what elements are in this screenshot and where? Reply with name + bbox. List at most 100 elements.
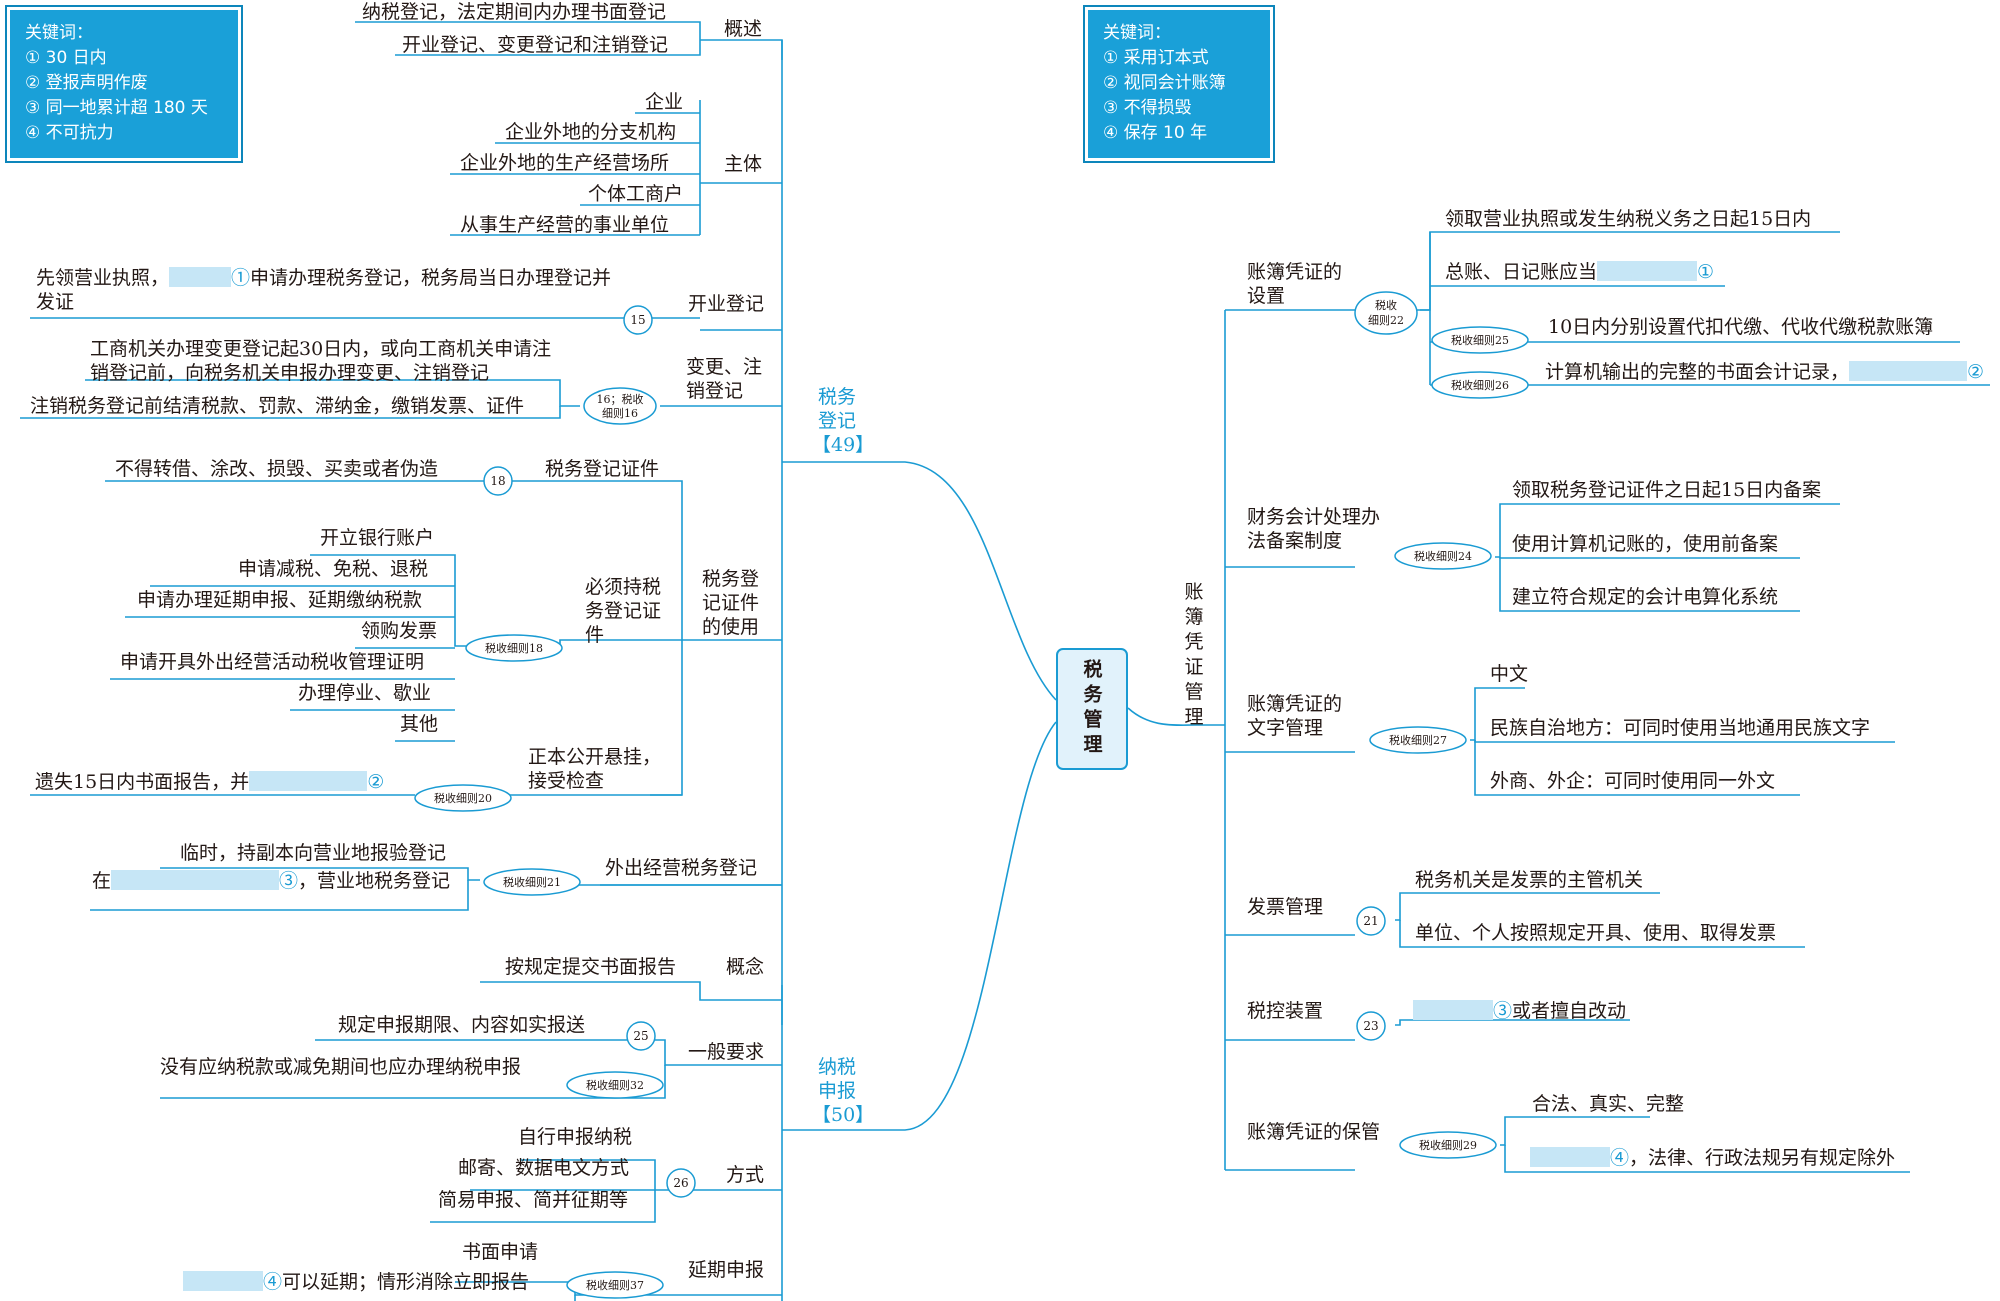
marker-1: ①: [231, 267, 251, 289]
badge-detail-21: 税收细则21: [483, 868, 581, 896]
invoice-item: 税务机关是发票的主管机关: [1415, 869, 1644, 891]
badge-detail-32: 税收细则32: [566, 1071, 664, 1099]
keyword-item: ② 登报声明作废: [25, 73, 148, 93]
setup-item: 10日内分别设置代扣代缴、代收代缴税款账簿: [1548, 316, 1934, 338]
svg-text:21: 21: [1363, 914, 1378, 928]
badge-detail-22: 税收 细则22: [1354, 291, 1418, 335]
invoice-label: 发票管理: [1247, 896, 1324, 918]
keyword-item: ① 采用订本式: [1103, 48, 1209, 68]
outbound-item-2-before: 在: [92, 870, 112, 892]
must-hold-item: 申请办理延期申报、延期缴纳税款: [137, 589, 423, 611]
overview-item: 纳税登记，法定期间内办理书面登记: [362, 1, 667, 23]
must-hold-item: 其他: [400, 713, 439, 735]
badge-18: 18: [483, 466, 513, 496]
svg-text:16；税收: 16；税收: [597, 392, 644, 406]
extension-item: 书面申请: [462, 1241, 539, 1263]
svg-text:税收细则21: 税收细则21: [503, 875, 561, 889]
taxctrl-label: 税控装置: [1247, 1000, 1324, 1022]
outbound-item-2-after: ，营业地税务登记: [298, 870, 451, 892]
marker-4: ④: [263, 1271, 283, 1293]
subject-item: 从事生产经营的事业单位: [460, 214, 670, 236]
marker-2: ②: [1967, 361, 1985, 383]
blank-highlight: [169, 267, 232, 287]
opening-label: 开业登记: [688, 293, 765, 315]
setup-label: 账簿凭证的设置: [1247, 261, 1343, 307]
change-item: 注销税务登记前结清税款、罚款、滞纳金，缴销发票、证件: [30, 395, 525, 417]
svg-text:税收: 税收: [1375, 298, 1397, 312]
keyword-item: ④ 不可抗力: [25, 123, 114, 143]
svg-text:15: 15: [630, 313, 645, 327]
method-item: 邮寄、数据电文方式: [458, 1157, 630, 1179]
general-item: 规定申报期限、内容如实报送: [338, 1014, 586, 1036]
marker-4: ④: [1610, 1147, 1630, 1169]
keeping-label: 账簿凭证的保管: [1247, 1121, 1381, 1143]
branch-books: 账簿凭证管理: [1184, 581, 1204, 728]
svg-text:18: 18: [490, 474, 505, 488]
subject-item: 个体工商户: [588, 183, 684, 205]
badge-detail-18: 税收细则18: [465, 634, 563, 662]
blank-highlight: [1849, 361, 1968, 381]
svg-text:税收细则18: 税收细则18: [485, 641, 543, 655]
must-hold-item: 申请减税、免税、退税: [238, 558, 429, 580]
concept-label: 概念: [726, 956, 765, 978]
keyword-title: 关键词：: [25, 23, 93, 43]
change-item: 工商机关办理变更登记起30日内，或向工商机关申请注销登记前，向税务机关申报办理变…: [90, 338, 552, 384]
badge-detail-20: 税收细则20: [414, 784, 512, 812]
must-hold-label: 必须持税务登记证件: [585, 576, 662, 646]
language-item: 民族自治地方：可同时使用当地通用民族文字: [1490, 717, 1871, 739]
extension-item-2-text: 可以延期；情形消除立即报告: [282, 1271, 530, 1293]
must-hold-item: 办理停业、歇业: [298, 682, 432, 704]
keeping-item: 合法、真实、完整: [1532, 1093, 1685, 1115]
accounting-item: 领取税务登记证件之日起15日内备案: [1512, 479, 1822, 501]
subject-label: 主体: [724, 153, 763, 175]
subject-item: 企业外地的分支机构: [505, 121, 677, 143]
badge-15: 15: [623, 305, 653, 335]
accounting-item: 使用计算机记账的，使用前备案: [1512, 533, 1779, 555]
cert-label: 税务登记证件: [545, 458, 660, 480]
opening-text-after: 申请办理税务登记，税务局当日办理登记并发证: [36, 267, 612, 313]
badge-26: 26: [666, 1168, 696, 1198]
must-hold-item: 申请开具外出经营活动税收管理证明: [120, 651, 425, 673]
language-item: 外商、外企：可同时使用同一外文: [1490, 770, 1776, 792]
branch-ref: 【49】: [812, 434, 875, 456]
must-hold-item: 开立银行账户: [320, 527, 435, 549]
badge-detail-24: 税收细则24: [1394, 542, 1492, 570]
taxctrl-item: ③或者擅自改动: [1413, 999, 1626, 1023]
keyword-item: ② 视同会计账簿: [1103, 73, 1226, 93]
svg-text:税收细则32: 税收细则32: [586, 1078, 644, 1092]
language-label: 账簿凭证的文字管理: [1247, 693, 1343, 739]
svg-text:税收细则26: 税收细则26: [1451, 378, 1509, 392]
blank-highlight: [1413, 1000, 1493, 1020]
keyword-box-right: 关键词： ① 采用订本式 ② 视同会计账簿 ③ 不得损毁 ④ 保存 10 年: [1083, 5, 1275, 163]
svg-text:税收细则29: 税收细则29: [1419, 1138, 1477, 1152]
outbound-label: 外出经营税务登记: [605, 857, 758, 879]
branch-label: 税务登记: [817, 386, 856, 432]
display-label: 正本公开悬挂，接受检查: [528, 746, 662, 792]
marker-3: ③: [1493, 1000, 1513, 1022]
badge-16-detail-16: 16；税收 细则16: [583, 387, 657, 425]
branch-tax-registration: 税务登记 【49】: [812, 385, 875, 457]
subject-item: 企业外地的生产经营场所: [460, 152, 670, 174]
language-item: 中文: [1490, 663, 1529, 685]
method-item: 简易申报、简并征期等: [438, 1189, 629, 1211]
keeping-item-2-text: ，法律、行政法规另有规定除外: [1629, 1147, 1896, 1169]
must-hold-item: 领购发票: [361, 620, 438, 642]
badge-detail-25: 税收细则25: [1431, 326, 1529, 354]
blank-highlight: [249, 771, 368, 791]
subject-item: 企业: [645, 91, 684, 113]
accounting-item: 建立符合规定的会计电算化系统: [1512, 586, 1779, 608]
blank-highlight: [183, 1271, 263, 1291]
svg-text:税收细则27: 税收细则27: [1389, 733, 1447, 747]
overview-item: 开业登记、变更登记和注销登记: [402, 34, 669, 56]
svg-text:细则16: 细则16: [602, 407, 638, 420]
cert-use-label: 税务登记证件的使用: [702, 568, 760, 638]
marker-1: ①: [1697, 261, 1715, 283]
svg-text:23: 23: [1363, 1019, 1378, 1033]
svg-text:税收细则24: 税收细则24: [1414, 549, 1472, 563]
extension-item-2: ④可以延期；情形消除立即报告: [183, 1270, 529, 1294]
blank-highlight: [111, 870, 280, 890]
